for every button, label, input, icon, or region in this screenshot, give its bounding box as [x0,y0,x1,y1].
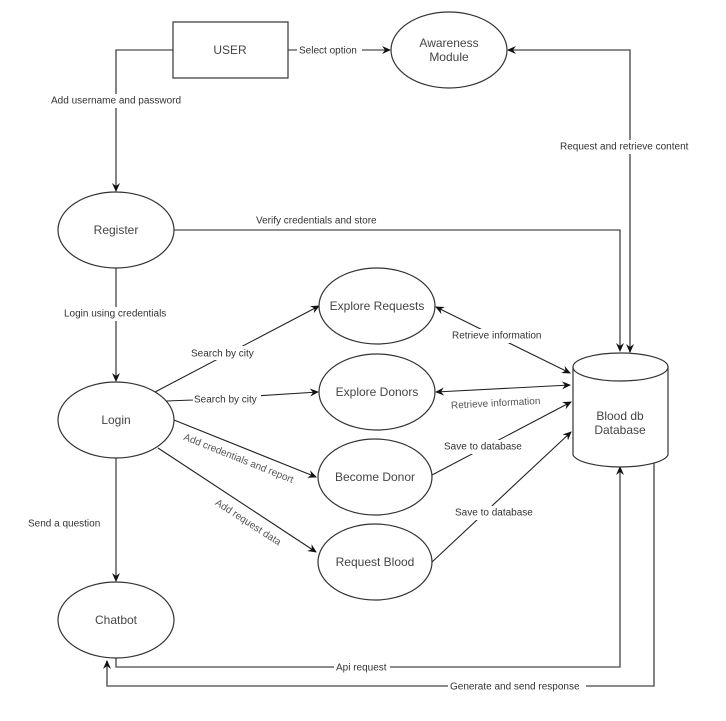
node-database-label-line1: Blood db [596,409,644,423]
edge-db-explore-donors[interactable]: Retrieve information [435,381,571,412]
edge-db-explore-requests[interactable]: Retrieve information [435,306,571,374]
edge-login-to-become-donor[interactable]: Add credentials and report [173,419,317,486]
node-request-blood[interactable]: Request Blood [317,523,433,601]
edge-label-generate-send-response: Generate and send response [450,682,580,693]
node-become-donor[interactable]: Become Donor [317,438,433,516]
node-explore-requests-label: Explore Requests [330,299,425,313]
node-user-label: USER [213,43,247,57]
edge-label-retrieve-information-1: Retrieve information [452,331,541,342]
edge-login-to-explore-donors[interactable]: Search by city [165,388,319,407]
edge-label-api-request: Api request [336,663,387,674]
edge-label-add-username-password: Add username and password [51,96,181,107]
node-explore-donors-label: Explore Donors [336,385,419,399]
node-register[interactable]: Register [57,191,175,269]
node-awareness-label-line1: Awareness [419,36,478,50]
node-register-label: Register [94,223,139,237]
edge-label-search-by-city-1: Search by city [191,349,254,360]
edge-request-blood-to-db[interactable]: Save to database [431,431,572,563]
node-login[interactable]: Login [57,381,175,459]
edge-chatbot-to-db[interactable]: Api request [115,466,624,674]
edge-label-send-a-question: Send a question [28,519,100,530]
edge-label-retrieve-information-2: Retrieve information [451,396,541,412]
edge-register-to-db[interactable]: Verify credentials and store [174,216,624,352]
node-request-blood-label: Request Blood [336,555,415,569]
edge-register-to-login[interactable]: Login using credentials [63,268,173,382]
edge-label-add-credentials-report: Add credentials and report [182,432,295,486]
edge-label-verify-credentials: Verify credentials and store [256,216,377,227]
edge-label-save-to-database-2: Save to database [455,508,533,519]
node-user[interactable]: USER [172,21,289,79]
edge-user-to-awareness[interactable]: Select option [288,43,391,57]
edge-become-donor-to-db[interactable]: Save to database [431,401,572,476]
edge-label-save-to-database-1: Save to database [444,442,522,453]
node-chatbot-label: Chatbot [95,613,138,627]
node-blood-database[interactable]: Blood db Database [572,352,669,468]
node-awareness-module[interactable]: Awareness Module [390,11,508,89]
node-become-donor-label: Become Donor [335,470,415,484]
edge-login-to-explore-requests[interactable]: Search by city [154,305,320,393]
node-login-label: Login [101,413,130,427]
edge-label-select-option: Select option [299,46,357,57]
edge-label-search-by-city-2: Search by city [194,395,257,406]
edge-db-to-chatbot[interactable]: Generate and send response [103,463,655,693]
node-awareness-label-line2: Module [429,50,469,64]
node-explore-donors[interactable]: Explore Donors [318,353,436,431]
node-database-label-line2: Database [594,423,646,437]
node-explore-requests[interactable]: Explore Requests [318,267,436,345]
edge-label-login-using-credentials: Login using credentials [64,309,166,320]
edge-login-to-chatbot[interactable]: Send a question [27,458,120,582]
edge-db-awareness[interactable]: Request and retrieve content [507,46,708,353]
edge-label-request-retrieve-content: Request and retrieve content [560,142,689,153]
node-chatbot[interactable]: Chatbot [57,581,175,659]
edge-user-to-register[interactable]: Add username and password [50,49,186,192]
